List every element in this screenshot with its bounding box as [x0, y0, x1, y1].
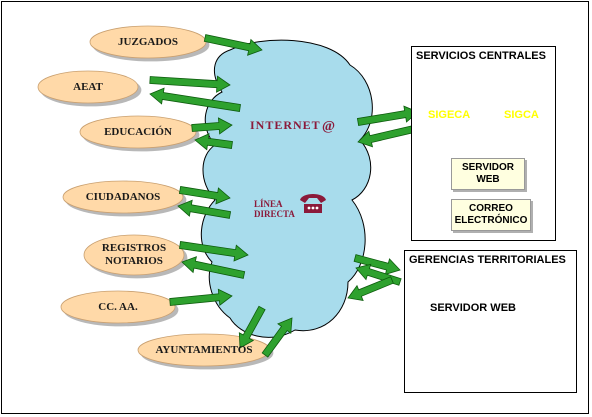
flow-arrow [347, 276, 394, 302]
central-email-box: CORREO ELECTRÓNICO [451, 199, 531, 231]
internet-label: INTERNET [250, 118, 321, 132]
flow-arrow [181, 256, 246, 279]
source-label-ciudadanos: CIUDADANOS [85, 190, 161, 203]
db-sigca-label: SIGCA [504, 109, 539, 121]
source-ellipse-aeat [37, 70, 139, 104]
flow-arrow [149, 75, 231, 93]
at-icon: @ [322, 119, 336, 134]
territorial-title: GERENCIAS TERRITORIALES [409, 254, 566, 266]
flow-arrow [194, 133, 233, 151]
territorial-box [404, 250, 577, 393]
flow-arrow [191, 117, 233, 135]
source-ellipse-ciudadanos [62, 180, 184, 214]
flow-arrow [261, 317, 293, 358]
flow-arrow [177, 199, 232, 219]
source-label-juzgados: JUZGADOS [118, 35, 178, 48]
flow-arrow [149, 87, 241, 112]
flow-arrow [203, 34, 263, 56]
db-sigeca-label: SIGECA [428, 109, 471, 121]
source-label-aeat: AEAT [73, 80, 103, 93]
central-services-title: SERVICIOS CENTRALES [416, 50, 546, 62]
territorial-web-server-label: SERVIDOR WEB [430, 302, 516, 314]
flow-arrow [169, 288, 233, 306]
source-ellipse-educacion [79, 115, 197, 149]
flow-arrow [357, 124, 420, 148]
flow-arrow [356, 105, 419, 126]
source-label-educacion: EDUCACIÓN [104, 125, 172, 138]
source-ellipses [37, 25, 271, 367]
direct-line-label: LÍNEA DIRECTA [254, 199, 295, 219]
source-ellipse-cc-aa [60, 290, 176, 324]
source-label-registros-notarios: REGISTROS NOTARIOS [101, 242, 167, 267]
flow-arrow [353, 254, 401, 275]
source-label-cc-aa: CC. AA. [98, 300, 138, 313]
flow-arrow [238, 305, 266, 349]
flow-arrow [178, 186, 231, 205]
flow-arrow [179, 241, 249, 262]
arrows-group [149, 34, 420, 358]
source-label-ayuntamientos: AYUNTAMIENTOS [155, 343, 253, 356]
phone-icon [300, 194, 326, 213]
source-ellipse-registros-notarios [83, 234, 185, 276]
central-web-server-box: SERVIDOR WEB [451, 158, 525, 190]
